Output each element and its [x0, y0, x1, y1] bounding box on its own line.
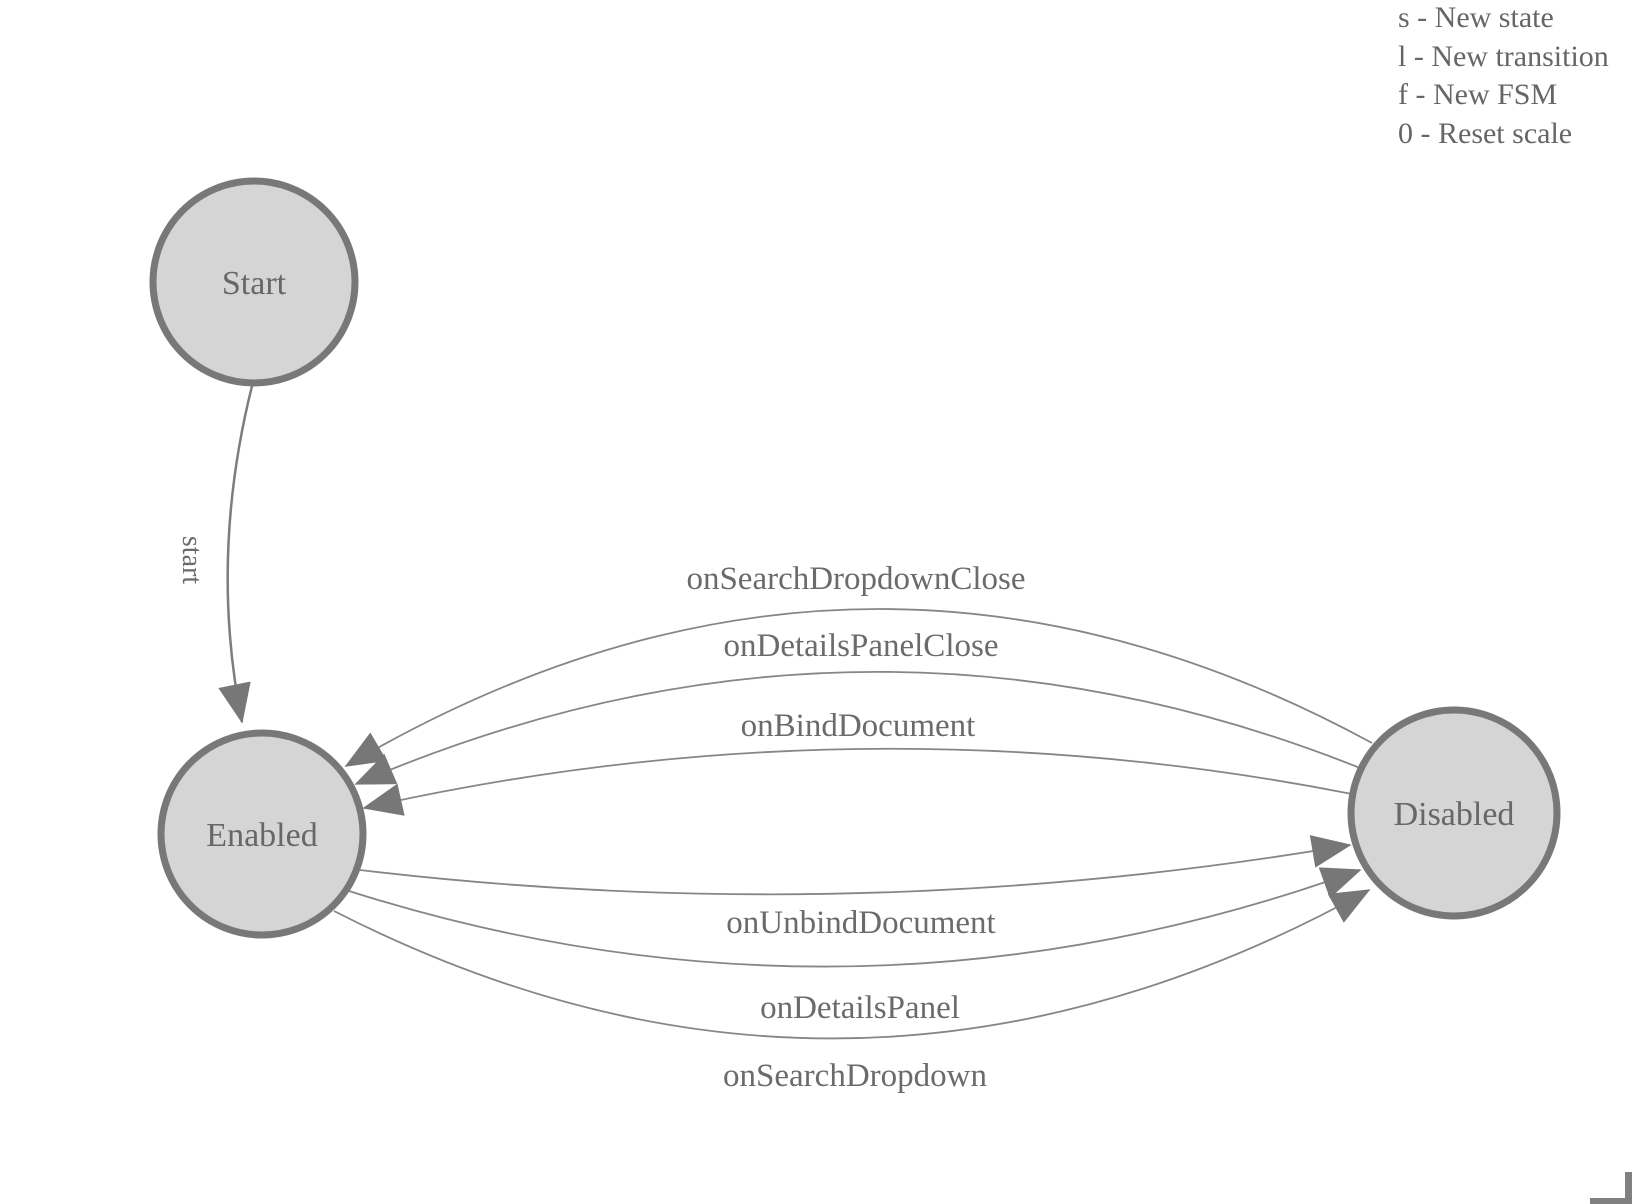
- edge-onDetailsPanel[interactable]: onDetailsPanel: [348, 867, 1362, 1026]
- edge-label-onSearchDropdownClose[interactable]: onSearchDropdownClose: [686, 561, 1025, 597]
- state-circle-start[interactable]: [149, 177, 359, 387]
- corner-artifact-vertical-bar: [1625, 1172, 1632, 1204]
- legend-line-new-transition: l - New transition: [1398, 39, 1609, 73]
- node-label-disabled[interactable]: Disabled: [1394, 796, 1515, 833]
- node-label-enabled[interactable]: Enabled: [206, 817, 317, 854]
- edge-onSearchDropdown-path[interactable]: [333, 889, 1371, 1040]
- corner-artifact-horizontal-bar: [1590, 1198, 1632, 1204]
- edge-onSearchDropdownClose-path[interactable]: [344, 608, 1373, 767]
- edge-onBindDocument-path[interactable]: [362, 747, 1353, 816]
- edge-label-onBindDocument[interactable]: onBindDocument: [741, 708, 976, 744]
- edge-onUnbindDocument[interactable]: onUnbindDocument: [359, 835, 1352, 941]
- legend-line-reset-scale: 0 - Reset scale: [1398, 116, 1573, 150]
- edge-onUnbindDocument-path[interactable]: [359, 835, 1352, 896]
- edge-label-onDetailsPanelClose[interactable]: onDetailsPanelClose: [724, 628, 999, 664]
- legend-line-new-fsm: f - New FSM: [1398, 78, 1558, 111]
- node-enabled[interactable]: Enabled: [157, 729, 367, 939]
- legend-line-new-state: s - New state: [1398, 1, 1554, 34]
- edge-label-onUnbindDocument[interactable]: onUnbindDocument: [726, 905, 995, 941]
- state-circle-disabled[interactable]: [1347, 706, 1561, 920]
- edge-onDetailsPanelClose-path[interactable]: [354, 670, 1361, 785]
- edge-onDetailsPanel-path[interactable]: [348, 867, 1362, 968]
- state-circle-enabled[interactable]: [157, 729, 367, 939]
- edge-start[interactable]: start: [176, 385, 254, 724]
- edge-onSearchDropdown[interactable]: onSearchDropdown: [333, 889, 1371, 1094]
- node-start[interactable]: Start: [149, 177, 359, 387]
- edge-onBindDocument[interactable]: onBindDocument: [362, 708, 1353, 816]
- node-label-start[interactable]: Start: [222, 265, 287, 302]
- edge-onSearchDropdownClose[interactable]: onSearchDropdownClose: [344, 561, 1373, 767]
- hotkey-legend: s - New state l - New transition f - New…: [1398, 0, 1609, 153]
- edge-label-onDetailsPanel[interactable]: onDetailsPanel: [760, 990, 960, 1026]
- edge-label-start[interactable]: start: [176, 536, 207, 584]
- edge-onDetailsPanelClose[interactable]: onDetailsPanelClose: [354, 628, 1361, 785]
- edge-start-path[interactable]: [218, 385, 254, 724]
- node-disabled[interactable]: Disabled: [1347, 706, 1561, 920]
- edge-label-onSearchDropdown[interactable]: onSearchDropdown: [723, 1058, 987, 1094]
